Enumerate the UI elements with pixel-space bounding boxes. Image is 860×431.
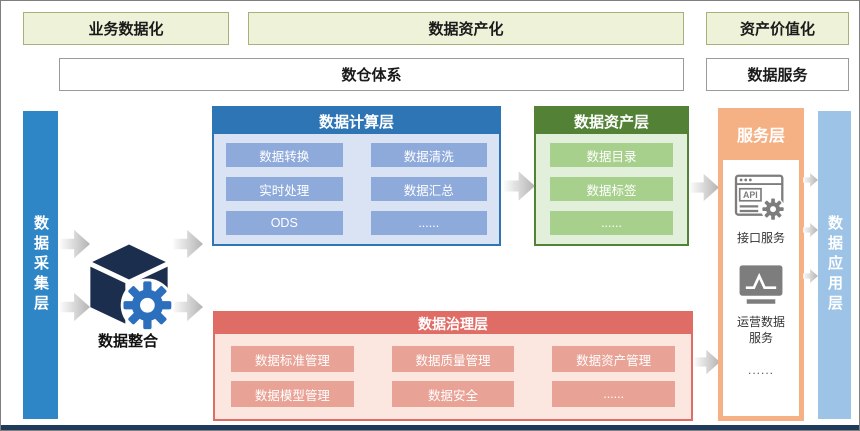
compute-layer-body: 数据转换 数据清洗 实时处理 数据汇总 ODS ...... xyxy=(214,134,499,244)
service-more-label: ...... xyxy=(747,362,774,377)
service-layer: 服务层 API xyxy=(718,108,804,421)
asset-item: 数据标签 xyxy=(550,177,673,201)
warehouse-system-label: 数仓体系 xyxy=(341,67,402,84)
arrow-right-small-icon xyxy=(803,269,818,283)
ops-service-label: 运营数据服务 xyxy=(736,315,785,346)
compute-item: 数据汇总 xyxy=(370,177,487,201)
banner-label: 业务数据化 xyxy=(88,21,164,38)
arrow-right-icon xyxy=(690,173,719,202)
asset-layer-title: 数据资产层 xyxy=(536,108,687,134)
ops-monitor-icon xyxy=(739,265,783,304)
governance-layer-body: 数据标准管理 数据质量管理 数据资产管理 数据模型管理 数据安全 ...... xyxy=(215,334,691,419)
governance-item: 数据质量管理 xyxy=(391,346,515,372)
governance-item: 数据安全 xyxy=(391,381,515,407)
asset-layer: 数据资产层 数据目录 数据标签 ...... xyxy=(534,106,689,246)
banner-business-dataization: 业务数据化 xyxy=(23,12,229,45)
governance-layer-title: 数据治理层 xyxy=(215,313,691,334)
data-application-layer-bar: 数据应用层 xyxy=(818,111,851,419)
compute-item: ODS xyxy=(226,211,343,235)
banner-data-assetization: 数据资产化 xyxy=(248,12,684,45)
governance-layer: 数据治理层 数据标准管理 数据质量管理 数据资产管理 数据模型管理 数据安全 .… xyxy=(213,311,693,421)
governance-item: 数据资产管理 xyxy=(552,346,675,372)
compute-item: 数据清洗 xyxy=(370,143,487,167)
data-collection-layer-label: 数据采集层 xyxy=(32,215,49,315)
governance-item: 数据标准管理 xyxy=(231,346,354,372)
governance-item: ...... xyxy=(552,381,675,407)
data-application-layer-label: 数据应用层 xyxy=(826,215,843,315)
data-service-label: 数据服务 xyxy=(747,67,808,84)
arrow-right-icon xyxy=(504,171,535,201)
asset-layer-body: 数据目录 数据标签 ...... xyxy=(536,134,687,244)
banner-label: 数据资产化 xyxy=(428,21,504,38)
asset-item: ...... xyxy=(550,211,673,235)
service-layer-body: API 接口服务 运营数据服务 ...... xyxy=(723,160,799,416)
compute-layer: 数据计算层 数据转换 数据清洗 实时处理 数据汇总 ODS ...... xyxy=(212,106,501,246)
arrow-right-icon xyxy=(173,292,203,322)
data-integration-label: 数据整合 xyxy=(97,333,158,350)
asset-item: 数据目录 xyxy=(550,143,673,167)
bottom-baseline xyxy=(1,425,859,430)
banner-asset-valuization: 资产价值化 xyxy=(706,12,849,45)
arrow-right-icon xyxy=(694,349,720,375)
cube-gear-icon xyxy=(90,244,175,331)
api-service-icon: API xyxy=(734,174,786,222)
arrow-right-icon xyxy=(173,229,203,259)
compute-item: ...... xyxy=(370,211,487,235)
service-layer-title: 服务层 xyxy=(736,128,785,145)
svg-text:API: API xyxy=(743,190,758,200)
compute-layer-title: 数据计算层 xyxy=(214,108,499,134)
arrow-right-small-icon xyxy=(803,223,818,237)
arrow-right-icon xyxy=(60,292,90,322)
data-service-box: 数据服务 xyxy=(706,58,849,91)
arrow-right-small-icon xyxy=(803,173,818,187)
compute-item: 实时处理 xyxy=(226,177,343,201)
governance-item: 数据模型管理 xyxy=(231,381,354,407)
compute-item: 数据转换 xyxy=(226,143,343,167)
banner-label: 资产价值化 xyxy=(739,21,815,38)
data-collection-layer-bar: 数据采集层 xyxy=(23,111,58,419)
warehouse-system-box: 数仓体系 xyxy=(59,58,684,91)
api-service-label: 接口服务 xyxy=(736,231,785,245)
arrow-right-icon xyxy=(60,229,90,259)
